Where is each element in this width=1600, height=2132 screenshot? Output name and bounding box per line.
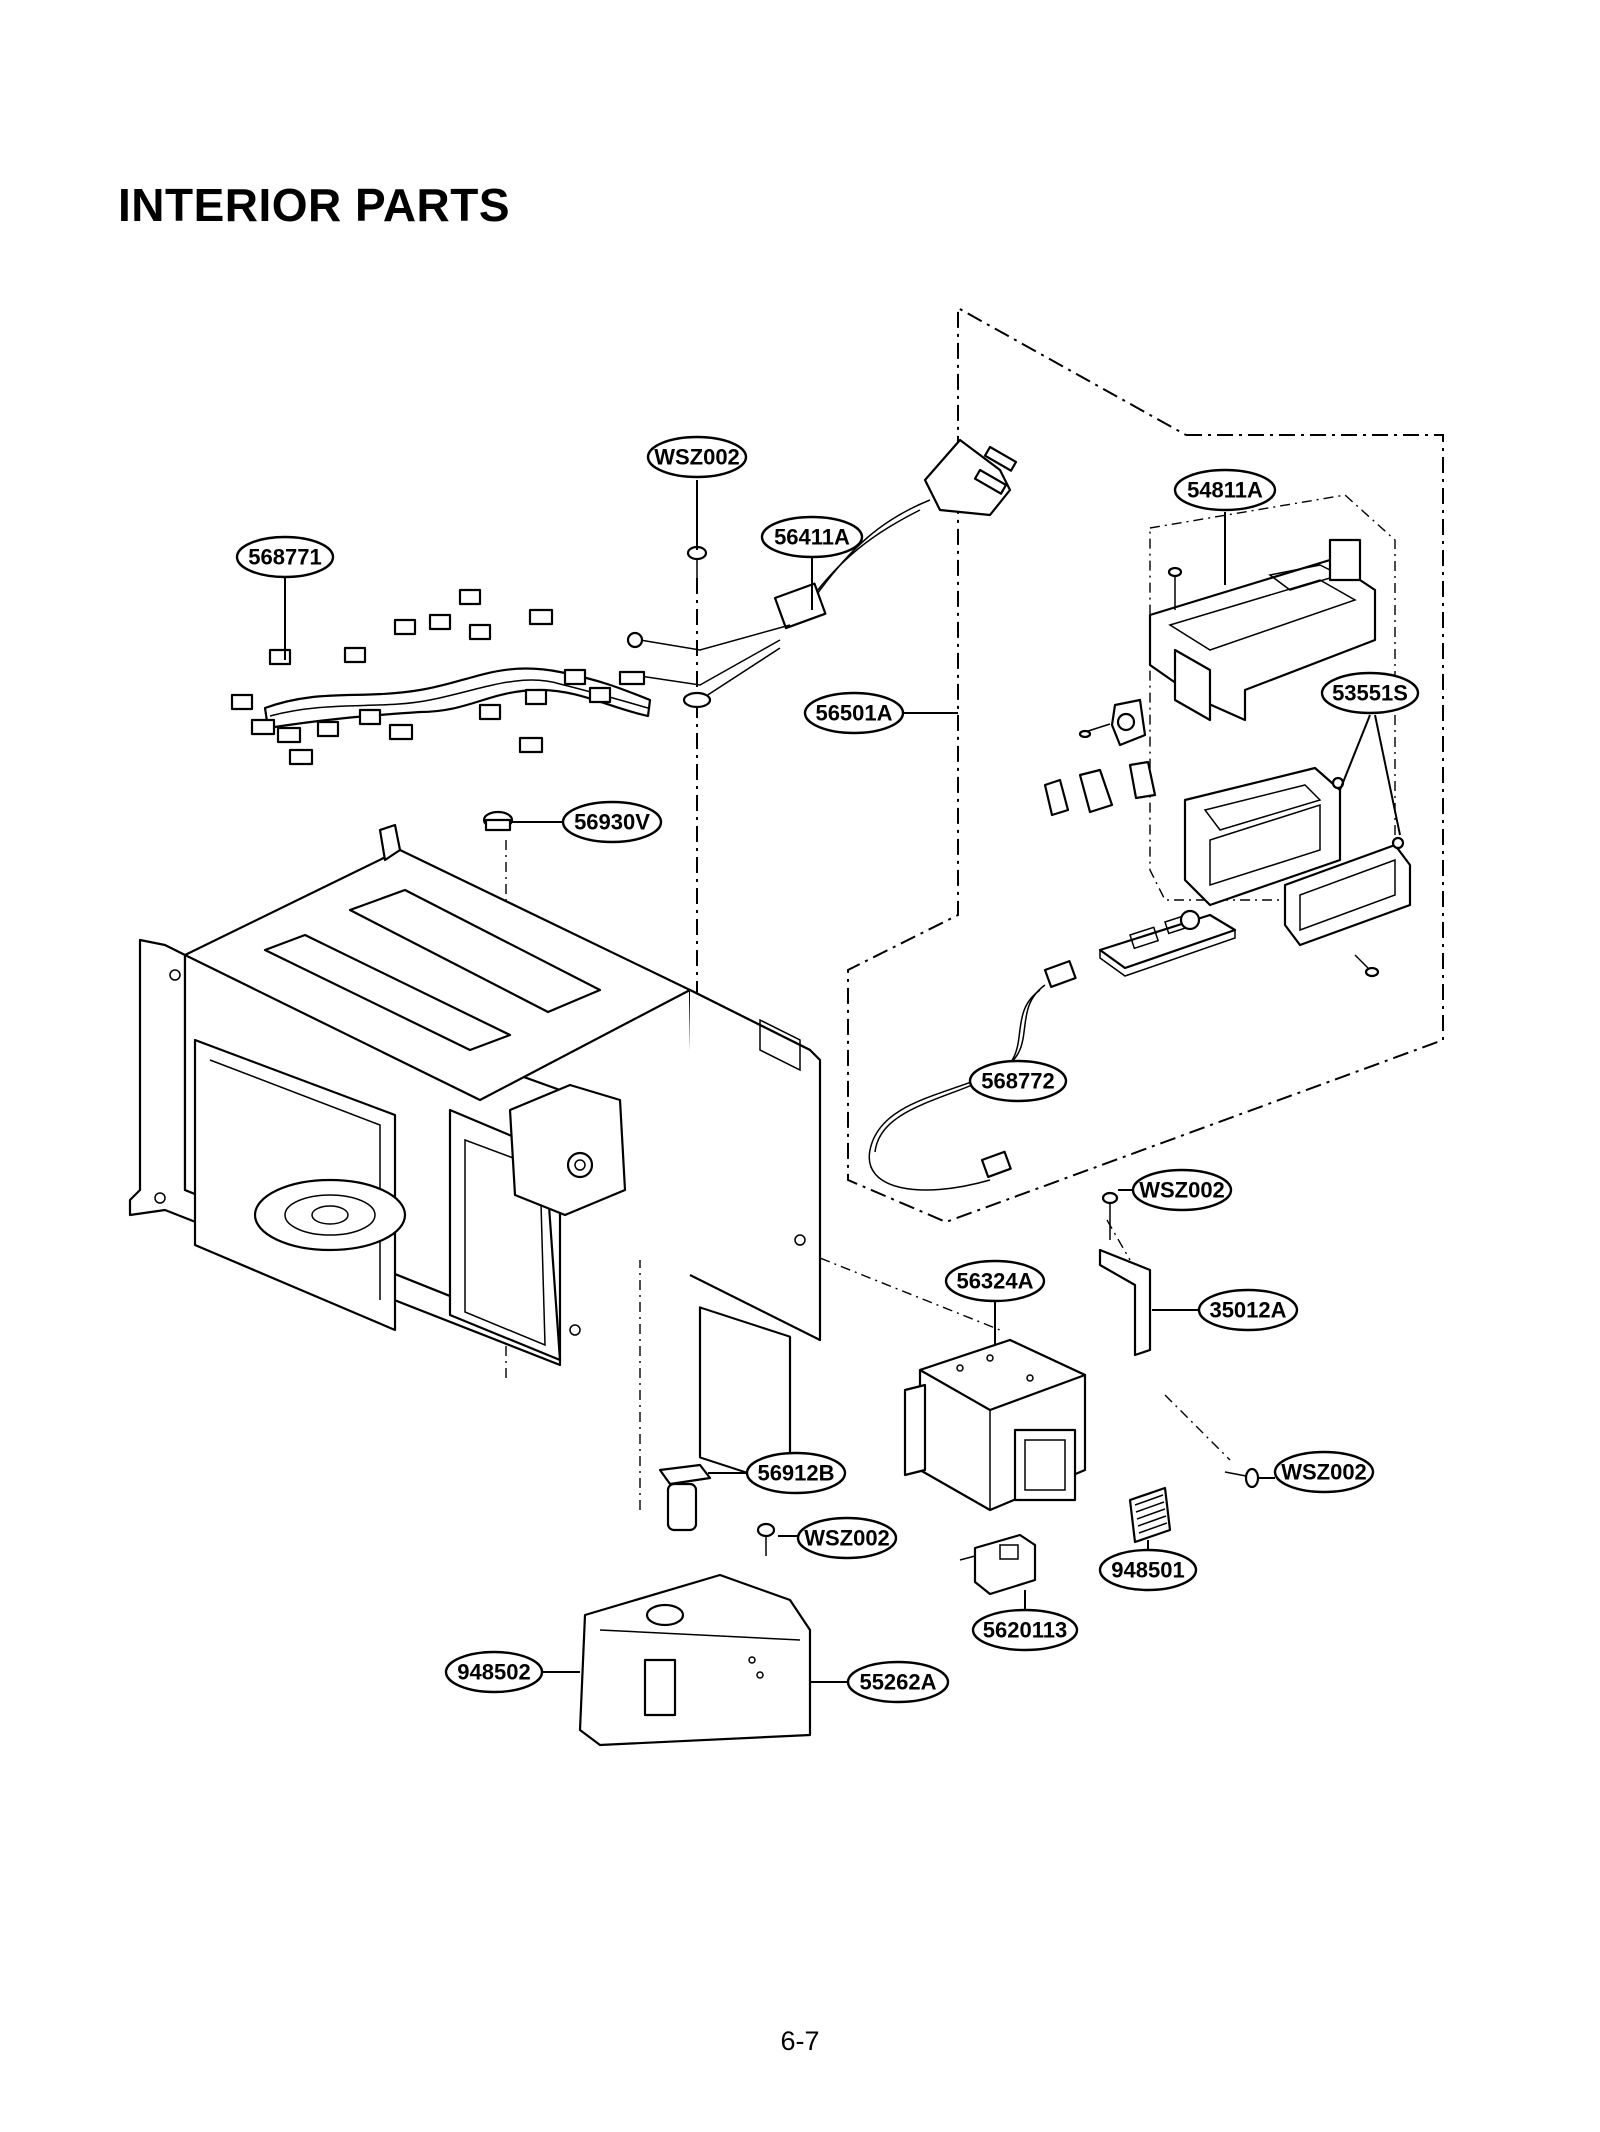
align-line-bracket: [1106, 1219, 1131, 1261]
callout-56501A: 56501A: [803, 691, 905, 735]
svg-text:568772: 568772: [981, 1069, 1054, 1094]
svg-text:WSZ002: WSZ002: [1281, 1460, 1367, 1485]
oven-cavity: [128, 823, 822, 1488]
control-bracket-54811A: [1148, 538, 1377, 722]
callout-948502: 948502: [444, 1650, 544, 1694]
svg-text:568771: 568771: [248, 545, 321, 570]
sensor-cable-568772: [868, 960, 1077, 1191]
callout-wsz002-magnetron: WSZ002: [1273, 1450, 1375, 1494]
bracket-35012A: [1098, 1191, 1152, 1357]
callout-wsz002-motor: WSZ002: [796, 1516, 898, 1560]
svg-text:WSZ002: WSZ002: [654, 445, 740, 470]
svg-text:56411A: 56411A: [774, 525, 850, 550]
svg-text:948501: 948501: [1111, 1558, 1184, 1583]
callout-55262A: 55262A: [846, 1660, 950, 1704]
filter-948501: [1128, 1486, 1172, 1544]
control-pcb: [1098, 909, 1237, 977]
latch-parts: [1043, 698, 1157, 817]
callout-948501: 948501: [1098, 1548, 1198, 1592]
power-cord-56411A: [618, 438, 1018, 709]
align-line-screw: [1164, 1394, 1231, 1461]
leader-53551S: [1339, 714, 1371, 791]
page-title: INTERIOR PARTS: [118, 179, 511, 231]
callout-568771: 568771: [235, 535, 335, 579]
switch-assembly-53551S: [1183, 766, 1412, 978]
callout-56411A: 56411A: [760, 515, 864, 559]
leader-53551S-b: [1374, 714, 1401, 836]
callout-wsz002-top: WSZ002: [646, 435, 748, 479]
callout-56930V: 56930V: [561, 800, 663, 844]
wire-harness-568771: [230, 588, 652, 766]
magnetron-56324A: [903, 1338, 1087, 1512]
svg-text:56324A: 56324A: [956, 1269, 1033, 1294]
thermostat-56930V: [482, 810, 514, 832]
svg-text:53551S: 53551S: [1332, 681, 1408, 706]
base-plate-55262A: [578, 1573, 812, 1747]
svg-text:56912B: 56912B: [757, 1461, 834, 1486]
callout-56912B: 56912B: [745, 1451, 847, 1495]
fuse-5620113: [959, 1533, 1037, 1596]
callout-35012A: 35012A: [1197, 1288, 1299, 1332]
align-line-magnetron: [799, 1249, 1001, 1331]
page-number: 6-7: [780, 2026, 820, 2056]
svg-text:35012A: 35012A: [1209, 1298, 1286, 1323]
svg-text:54811A: 54811A: [1187, 478, 1263, 503]
svg-text:WSZ002: WSZ002: [1139, 1178, 1225, 1203]
callout-wsz002-bracket: WSZ002: [1131, 1168, 1233, 1212]
svg-text:56930V: 56930V: [574, 810, 650, 835]
callout-54811A: 54811A: [1173, 468, 1277, 512]
svg-text:WSZ002: WSZ002: [804, 1526, 890, 1551]
svg-text:5620113: 5620113: [983, 1618, 1067, 1643]
callout-568772: 568772: [968, 1059, 1068, 1103]
svg-text:56501A: 56501A: [815, 701, 892, 726]
thermostat-56912B: [658, 1463, 712, 1532]
screw-wsz002-top: [686, 545, 708, 578]
callout-5620113: 5620113: [971, 1608, 1079, 1652]
svg-text:948502: 948502: [457, 1660, 530, 1685]
callout-56324A: 56324A: [944, 1259, 1046, 1303]
svg-text:55262A: 55262A: [859, 1670, 936, 1695]
screw-wsz002-motor: [756, 1522, 776, 1556]
screw-wsz002-magnetron: [1224, 1467, 1260, 1489]
callout-53551S: 53551S: [1320, 671, 1420, 715]
